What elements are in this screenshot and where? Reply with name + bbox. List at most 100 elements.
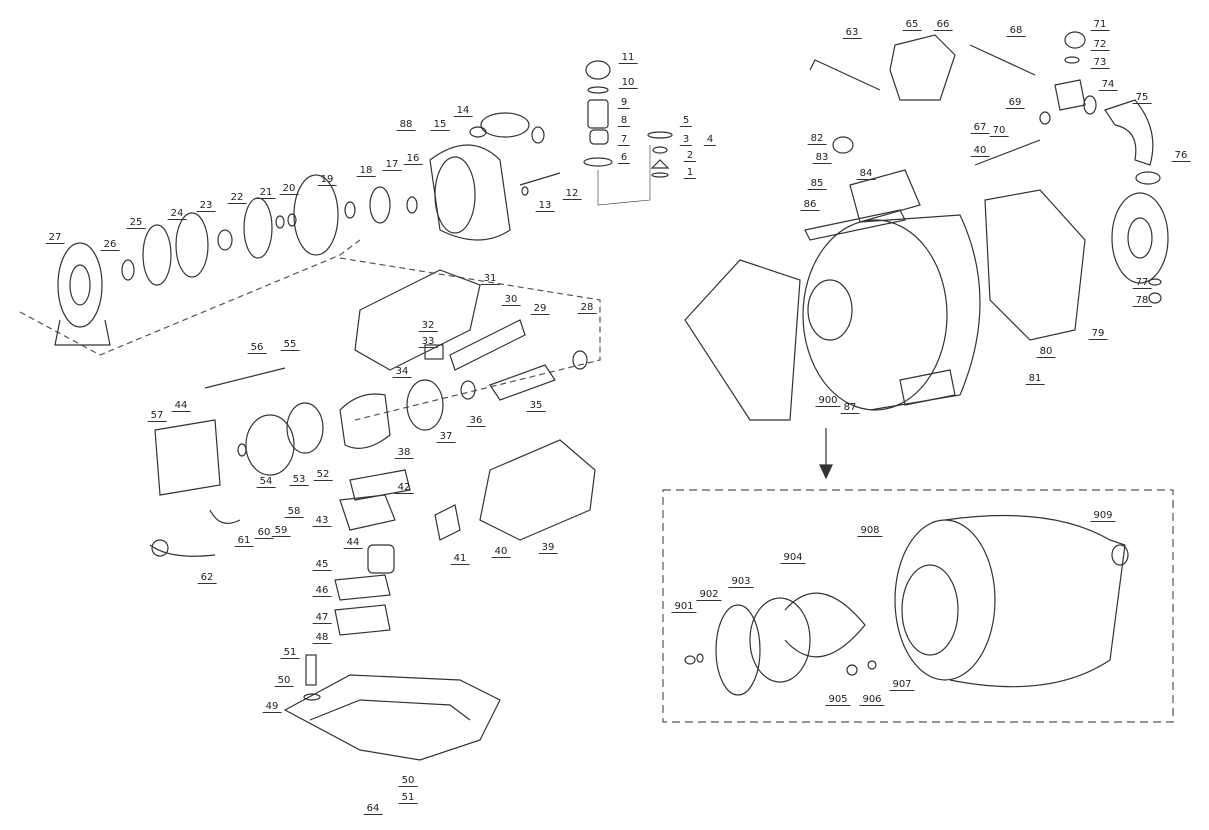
part-number-label: 906 bbox=[859, 694, 885, 706]
part-number-label: 42 bbox=[394, 482, 414, 494]
part-number-label: 32 bbox=[418, 320, 438, 332]
motor-assembly bbox=[149, 257, 601, 636]
part-number-label: 904 bbox=[780, 552, 806, 564]
part-number-label: 905 bbox=[825, 694, 851, 706]
part-number-label: 26 bbox=[100, 239, 120, 251]
part-number-label: 70 bbox=[989, 125, 1009, 137]
part-number-label: 15 bbox=[430, 119, 450, 131]
part-number-label: 25 bbox=[126, 217, 146, 229]
pump-base bbox=[283, 654, 501, 761]
part-number-label: 8 bbox=[617, 115, 631, 127]
part-number-label: 75 bbox=[1132, 92, 1152, 104]
part-number-label: 79 bbox=[1088, 328, 1108, 340]
part-number-label: 31 bbox=[480, 273, 500, 285]
part-number-label: 900 bbox=[815, 395, 841, 407]
part-number-label: 50 bbox=[398, 775, 418, 787]
part-number-label: 51 bbox=[280, 647, 300, 659]
part-number-label: 10 bbox=[618, 77, 638, 89]
part-number-label: 21 bbox=[256, 187, 276, 199]
part-number-label: 18 bbox=[356, 165, 376, 177]
part-number-label: 57 bbox=[147, 410, 167, 422]
part-number-label: 902 bbox=[696, 589, 722, 601]
part-number-label: 81 bbox=[1025, 373, 1045, 385]
part-number-label: 38 bbox=[394, 447, 414, 459]
part-number-label: 73 bbox=[1090, 57, 1110, 69]
part-number-label: 28 bbox=[577, 302, 597, 314]
part-number-label: 901 bbox=[671, 601, 697, 613]
part-number-label: 63 bbox=[842, 27, 862, 39]
part-number-label: 59 bbox=[271, 525, 291, 537]
tank-detail-box bbox=[662, 489, 1174, 723]
part-number-label: 44 bbox=[343, 537, 363, 549]
part-number-label: 47 bbox=[312, 612, 332, 624]
part-number-label: 11 bbox=[618, 52, 638, 64]
part-number-label: 85 bbox=[807, 178, 827, 190]
part-number-label: 27 bbox=[45, 232, 65, 244]
part-number-label: 4 bbox=[703, 134, 717, 146]
part-number-label: 76 bbox=[1171, 150, 1191, 162]
part-number-label: 5 bbox=[679, 115, 693, 127]
part-number-label: 43 bbox=[312, 515, 332, 527]
part-number-label: 56 bbox=[247, 342, 267, 354]
part-number-label: 40 bbox=[491, 546, 511, 558]
part-number-label: 909 bbox=[1090, 510, 1116, 522]
part-number-label: 30 bbox=[501, 294, 521, 306]
part-number-label: 6 bbox=[617, 152, 631, 164]
part-number-label: 80 bbox=[1036, 346, 1056, 358]
part-number-label: 86 bbox=[800, 199, 820, 211]
part-number-label: 41 bbox=[450, 553, 470, 565]
part-number-label: 19 bbox=[317, 174, 337, 186]
part-number-label: 23 bbox=[196, 200, 216, 212]
part-number-label: 29 bbox=[530, 303, 550, 315]
part-number-label: 67 bbox=[970, 122, 990, 134]
part-number-label: 2 bbox=[683, 150, 697, 162]
part-number-label: 51 bbox=[398, 792, 418, 804]
part-number-label: 39 bbox=[538, 542, 558, 554]
part-number-label: 66 bbox=[933, 19, 953, 31]
part-number-label: 83 bbox=[812, 152, 832, 164]
part-number-label: 53 bbox=[289, 474, 309, 486]
part-number-label: 45 bbox=[312, 559, 332, 571]
part-number-label: 33 bbox=[418, 336, 438, 348]
part-number-label: 64 bbox=[363, 803, 383, 815]
tank-assembly bbox=[684, 31, 1169, 480]
part-number-label: 84 bbox=[856, 168, 876, 180]
part-number-label: 88 bbox=[396, 119, 416, 131]
part-number-label: 903 bbox=[728, 576, 754, 588]
part-number-label: 908 bbox=[857, 525, 883, 537]
part-number-label: 3 bbox=[679, 134, 693, 146]
part-number-label: 50 bbox=[274, 675, 294, 687]
part-number-label: 68 bbox=[1006, 25, 1026, 37]
part-number-label: 16 bbox=[403, 153, 423, 165]
part-number-label: 49 bbox=[262, 701, 282, 713]
part-number-label: 48 bbox=[312, 632, 332, 644]
part-number-label: 7 bbox=[617, 134, 631, 146]
pump-head bbox=[19, 60, 673, 356]
part-number-label: 65 bbox=[902, 19, 922, 31]
part-number-label: 60 bbox=[254, 527, 274, 539]
part-number-label: 9 bbox=[617, 97, 631, 109]
part-number-label: 24 bbox=[167, 208, 187, 220]
part-number-label: 52 bbox=[313, 469, 333, 481]
part-number-label: 40 bbox=[970, 145, 990, 157]
part-number-label: 13 bbox=[535, 200, 555, 212]
part-number-label: 54 bbox=[256, 476, 276, 488]
part-number-label: 69 bbox=[1005, 97, 1025, 109]
part-number-label: 22 bbox=[227, 192, 247, 204]
part-number-label: 17 bbox=[382, 159, 402, 171]
part-number-label: 82 bbox=[807, 133, 827, 145]
part-number-label: 36 bbox=[466, 415, 486, 427]
part-number-label: 44 bbox=[171, 400, 191, 412]
part-number-label: 20 bbox=[279, 183, 299, 195]
part-number-label: 71 bbox=[1090, 19, 1110, 31]
part-number-label: 74 bbox=[1098, 79, 1118, 91]
part-number-label: 37 bbox=[436, 431, 456, 443]
part-number-label: 46 bbox=[312, 585, 332, 597]
part-number-label: 61 bbox=[234, 535, 254, 547]
part-number-label: 34 bbox=[392, 366, 412, 378]
part-number-label: 78 bbox=[1132, 295, 1152, 307]
part-number-label: 72 bbox=[1090, 39, 1110, 51]
part-number-label: 87 bbox=[840, 402, 860, 414]
